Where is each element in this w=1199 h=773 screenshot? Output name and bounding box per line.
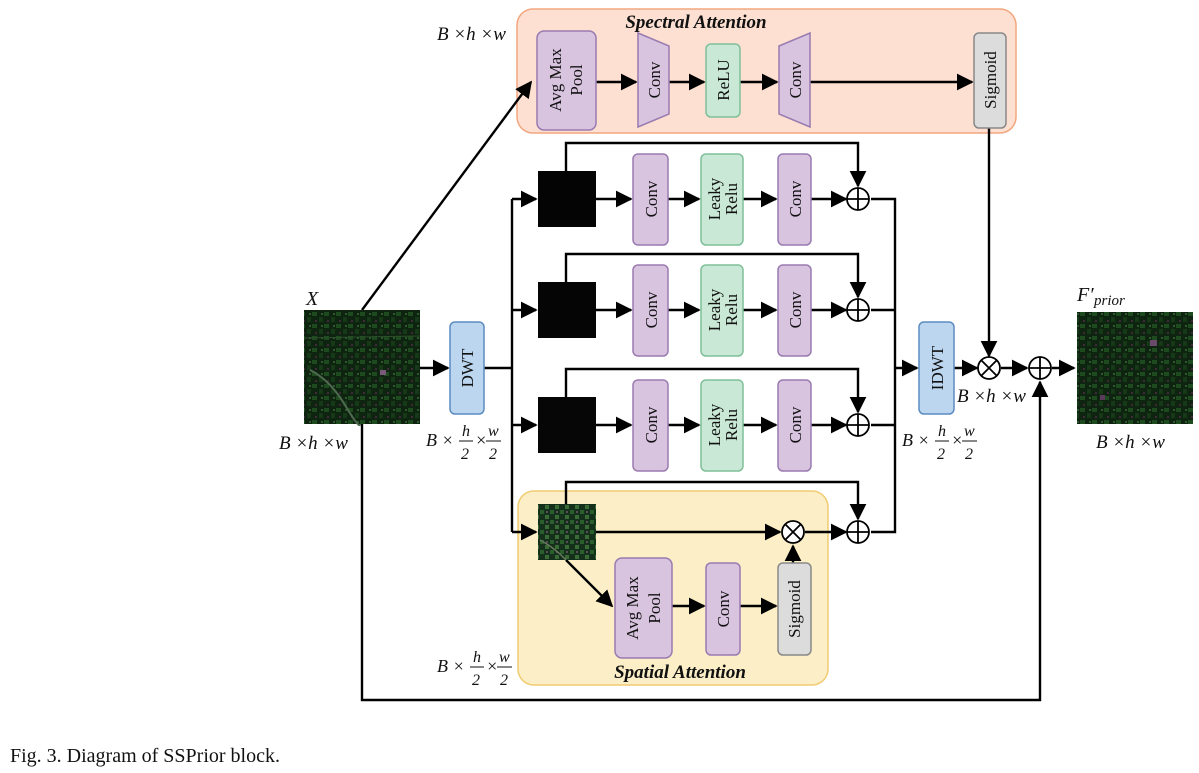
spectral-sigmoid-block	[973, 32, 1007, 129]
branch-2: Conv Leaky Relu Conv	[632, 264, 812, 357]
input-symbol: X	[305, 288, 319, 310]
subband-ll-image	[538, 171, 596, 227]
branch-1-conv1-label: Conv	[642, 180, 661, 217]
svg-text:2: 2	[489, 446, 497, 463]
input-image	[303, 310, 421, 427]
output-dims: B ×h ×w	[1096, 432, 1165, 453]
svg-text:2: 2	[461, 446, 469, 463]
branch-1-act-label-2: Relu	[722, 182, 741, 215]
svg-text:B ×: B ×	[902, 430, 930, 450]
spatial-conv-label: Conv	[714, 590, 733, 627]
svg-text:w: w	[488, 423, 499, 440]
spatial-pool-block	[614, 557, 673, 659]
branch-3-act-label-2: Relu	[722, 408, 741, 441]
svg-text:h: h	[462, 423, 470, 440]
svg-text:×: ×	[951, 430, 963, 450]
subband-hl-image	[538, 397, 596, 453]
subband-lh-image	[538, 282, 596, 338]
branch-1-act-label-1: Leaky	[705, 177, 724, 220]
svg-text:w: w	[964, 423, 975, 440]
spectral-conv1-block	[637, 31, 670, 129]
branch-1-act	[700, 153, 744, 246]
plus-circle-icon	[846, 413, 870, 437]
branch-3-conv1	[632, 379, 669, 472]
branch-2-conv1	[632, 264, 669, 357]
spectral-conv2-block	[778, 31, 811, 129]
output-symbol: F′ prior	[1076, 284, 1125, 309]
idwt-label: IDWT	[928, 345, 947, 390]
times-circle-icon	[781, 520, 805, 544]
branch-1: Conv Leaky Relu Conv	[632, 153, 812, 246]
branch-3-conv2-label: Conv	[786, 406, 805, 443]
figure-caption: Fig. 3. Diagram of SSPrior block.	[10, 745, 280, 767]
branch-1-conv1	[632, 153, 669, 246]
svg-text:×: ×	[475, 430, 487, 450]
branch-3-act-label-1: Leaky	[705, 403, 724, 446]
spectral-relu-label: ReLU	[714, 59, 733, 101]
dwt-dims: B × h 2 × w 2	[426, 423, 501, 463]
spectral-pool-label-2: Pool	[567, 64, 586, 95]
spatial-sigmoid-label: Sigmoid	[785, 580, 804, 638]
svg-text:×: ×	[486, 656, 498, 676]
branch-2-act	[700, 264, 744, 357]
idwt-dims: B × h 2 × w 2	[902, 423, 977, 463]
branch-3-conv1-label: Conv	[642, 406, 661, 443]
dwt-block	[449, 321, 485, 415]
plus-circle-icon	[846, 520, 870, 544]
input-dims: B ×h ×w	[279, 433, 348, 454]
branch-2-act-label-2: Relu	[722, 293, 741, 326]
branch-3: Conv Leaky Relu Conv	[632, 379, 812, 472]
spectral-attention-title: Spectral Attention	[625, 12, 766, 33]
spectral-pool-label-1: Avg Max	[546, 48, 565, 112]
svg-text:2: 2	[472, 672, 480, 689]
spectral-conv2-label: Conv	[786, 61, 805, 98]
branch-2-conv2	[777, 264, 812, 357]
spatial-conv-block	[705, 562, 741, 656]
spatial-dims: B × h 2 × w 2	[437, 649, 512, 689]
spectral-pool-block	[536, 30, 597, 131]
branch-3-conv2	[777, 379, 812, 472]
spatial-sigmoid-block	[777, 562, 812, 656]
branch-2-act-label-1: Leaky	[705, 288, 724, 331]
svg-text:h: h	[473, 649, 481, 666]
branch-2-conv1-label: Conv	[642, 291, 661, 328]
branch-1-conv2	[777, 153, 812, 246]
output-image	[1077, 312, 1193, 424]
svg-text:2: 2	[965, 446, 973, 463]
svg-text:B ×: B ×	[437, 656, 465, 676]
spatial-pool-label-1: Avg Max	[623, 576, 642, 640]
spatial-pool-label-2: Pool	[645, 592, 664, 623]
spatial-attention-title: Spatial Attention	[614, 662, 746, 683]
spectral-relu-block	[705, 43, 741, 118]
svg-text:2: 2	[937, 446, 945, 463]
plus-circle-icon	[846, 298, 870, 322]
branch-3-act	[700, 379, 744, 472]
spectral-sigmoid-label: Sigmoid	[981, 51, 1000, 109]
svg-text:F′: F′	[1076, 284, 1094, 306]
svg-text:w: w	[499, 649, 510, 666]
idwt-block	[918, 321, 955, 415]
wires	[360, 73, 1076, 702]
svg-text:prior: prior	[1093, 293, 1125, 309]
spectral-input-dims: B ×h ×w	[437, 24, 506, 45]
multiply-dims: B ×h ×w	[957, 386, 1026, 407]
branch-2-conv2-label: Conv	[786, 291, 805, 328]
branch-1-conv2-label: Conv	[786, 180, 805, 217]
plus-circle-icon	[846, 187, 870, 211]
times-circle-icon	[977, 356, 1001, 380]
dwt-label: DWT	[458, 348, 477, 387]
svg-text:2: 2	[500, 672, 508, 689]
svg-text:h: h	[938, 423, 946, 440]
svg-text:B ×: B ×	[426, 430, 454, 450]
plus-circle-icon	[1028, 356, 1052, 380]
subband-spatial-image	[538, 504, 596, 561]
spectral-conv1-label: Conv	[645, 61, 664, 98]
